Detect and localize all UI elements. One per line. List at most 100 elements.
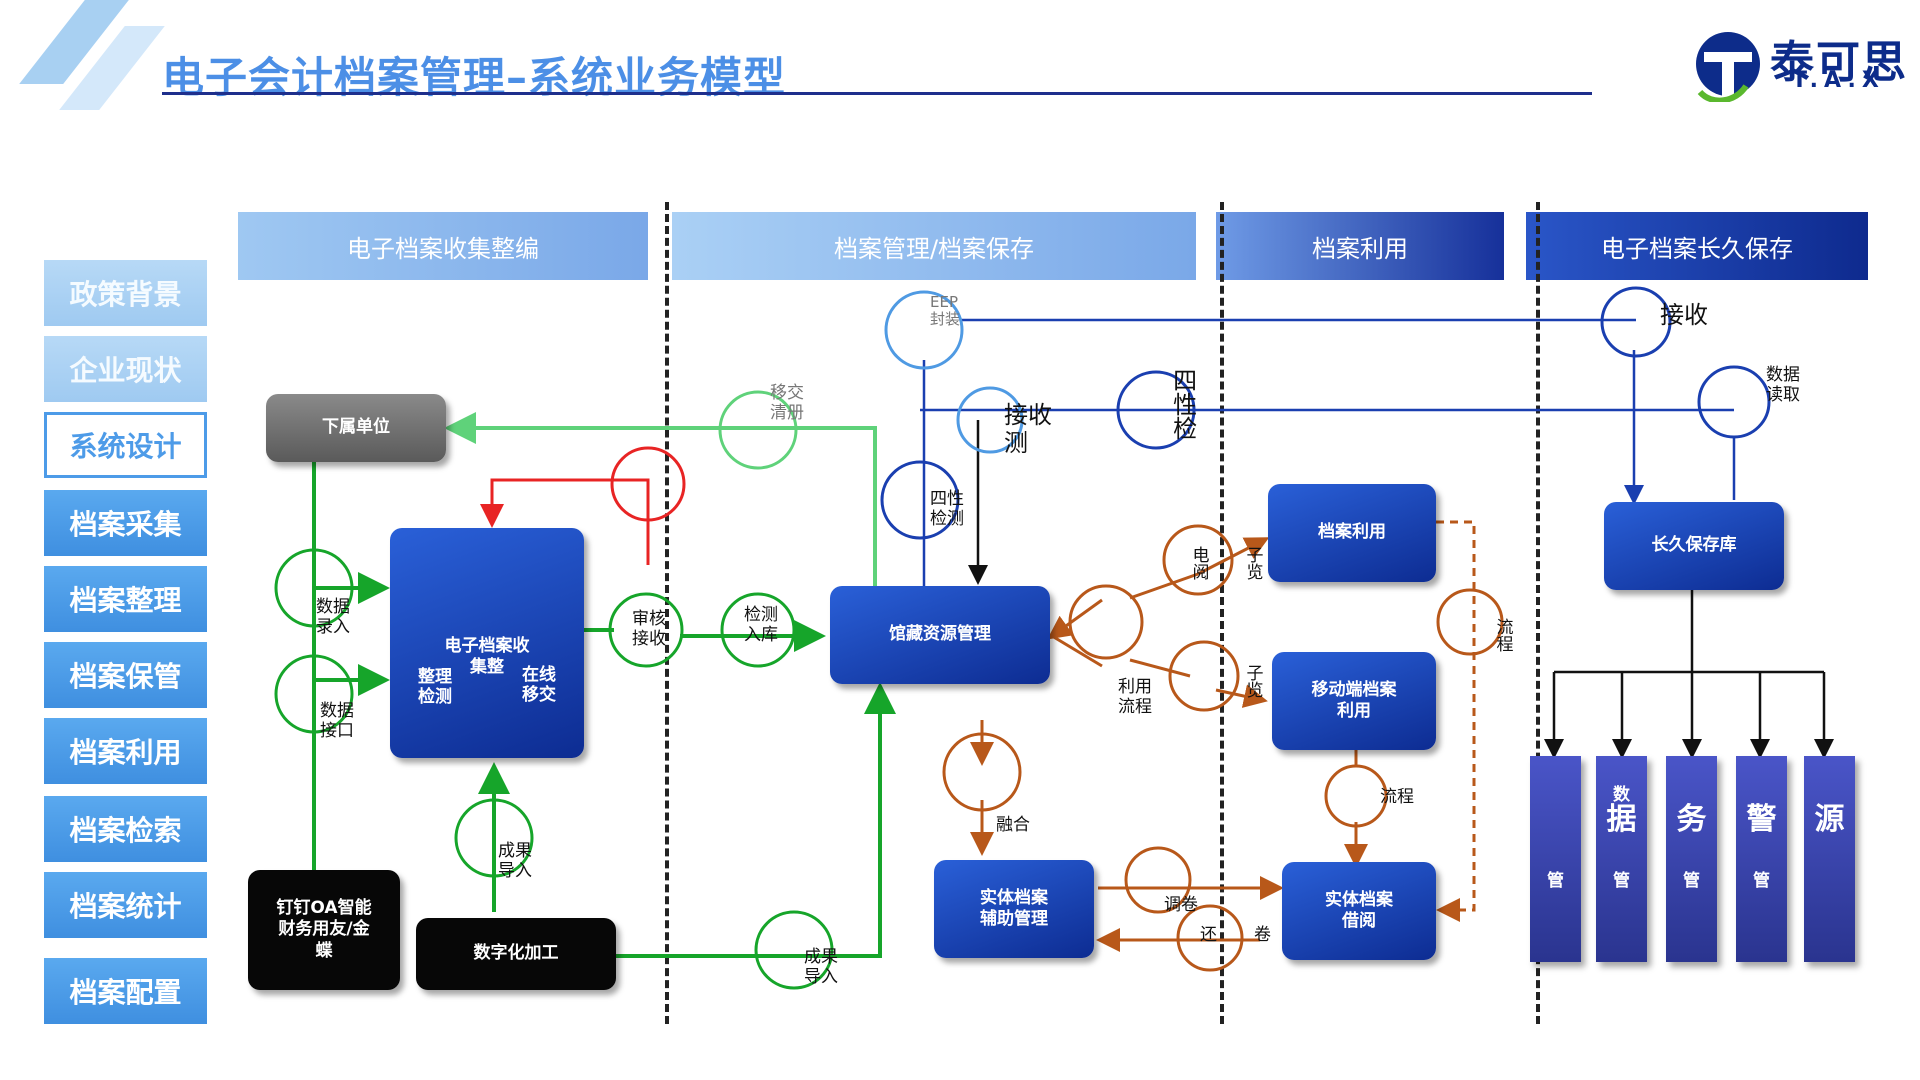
logo-en-text: T.A.X <box>1792 68 1885 93</box>
sidebar-item-config[interactable]: 档案配置 <box>44 958 207 1024</box>
label-transfer-list: 移交清册 <box>770 383 804 423</box>
label-check-store: 检测入库 <box>744 605 778 645</box>
node-circle-data-entry <box>274 548 354 628</box>
column-header-preserve: 电子档案长久保存 <box>1526 212 1868 280</box>
column-header-use: 档案利用 <box>1216 212 1504 280</box>
label-recv-check: 接收测 <box>1004 401 1052 457</box>
sidebar-item-use[interactable]: 档案利用 <box>44 718 207 784</box>
company-logo: 泰可思 T.A.X <box>1690 22 1910 102</box>
node-circle-data-read <box>1697 365 1771 439</box>
label-sort-check: 整理检测 <box>418 667 452 707</box>
node-circle-merge <box>942 732 1022 812</box>
block-digitize[interactable]: 数字化加工 <box>416 918 616 990</box>
block-subordinate[interactable]: 下属单位 <box>266 394 446 462</box>
block-long-store[interactable]: 长久保存库 <box>1604 502 1784 590</box>
sidebar-item-design[interactable]: 系统设计 <box>44 412 207 478</box>
storage-tree <box>1544 590 1834 759</box>
block-collect-label: 电子档案收集整 <box>444 636 530 678</box>
label-return: 还 <box>1200 925 1217 945</box>
label-data-iface: 数据接口 <box>320 701 354 741</box>
label-result-import-a: 成果导入 <box>498 841 532 881</box>
storage-bar-1-sm: 管 <box>1547 871 1564 891</box>
node-circle-four-check-b <box>1116 370 1196 450</box>
storage-bar-5-big: 源 <box>1814 802 1845 837</box>
logo-cn-text: 泰可思 <box>1770 37 1908 88</box>
title-underline <box>162 92 1592 95</box>
separator-2 <box>1220 202 1224 1024</box>
arrow-transfer-to-subordinate <box>444 412 877 588</box>
storage-bar-4-sm: 管 <box>1753 871 1770 891</box>
node-circle-return <box>1176 904 1244 972</box>
label-online-transfer: 在线移交 <box>522 665 556 705</box>
label-flow-mid: 流程 <box>1380 787 1414 807</box>
block-archive-use[interactable]: 档案利用 <box>1268 484 1436 582</box>
column-header-collect: 电子档案收集整编 <box>238 212 648 280</box>
storage-bar-2-big: 据 <box>1606 802 1637 837</box>
storage-bar-3-big: 务 <box>1676 802 1707 837</box>
block-collect[interactable]: 电子档案收集整 <box>390 528 584 758</box>
node-circle-four-check-a <box>880 460 960 540</box>
block-physical-aux-label: 实体档案辅助管理 <box>980 887 1048 929</box>
storage-bar-3[interactable]: 务管 <box>1666 756 1717 962</box>
label-flow-right: 流程 <box>1492 618 1513 652</box>
logo-mark-icon <box>1696 32 1760 102</box>
block-physical-borrow[interactable]: 实体档案借阅 <box>1282 862 1436 960</box>
sidebar-item-policy[interactable]: 政策背景 <box>44 260 207 326</box>
node-circle-receive <box>1600 286 1672 358</box>
block-physical-borrow-label: 实体档案借阅 <box>1325 889 1393 931</box>
label-use-flow: 利用流程 <box>1118 677 1152 717</box>
sidebar-item-custody[interactable]: 档案保管 <box>44 642 207 708</box>
storage-bar-2-sm: 管 <box>1613 871 1630 891</box>
label-transfer-vol: 调卷 <box>1164 895 1198 915</box>
block-source-systems[interactable]: 钉钉OA智能财务用友/金蝶 <box>248 870 400 990</box>
storage-bar-3-sm: 管 <box>1683 871 1700 891</box>
node-circle-audit-recv <box>608 592 684 668</box>
lines-preservation <box>920 318 1736 588</box>
label-eep: EEP封装 <box>930 293 961 329</box>
storage-bar-1[interactable]: 管 <box>1530 756 1581 962</box>
sidebar-item-organize[interactable]: 档案整理 <box>44 566 207 632</box>
node-circle-result-import-a <box>454 798 534 878</box>
block-mobile-use[interactable]: 移动端档案利用 <box>1272 652 1436 750</box>
storage-bar-5[interactable]: 源 <box>1804 756 1855 962</box>
storage-bar-4[interactable]: 警管 <box>1736 756 1787 962</box>
block-source-systems-label: 钉钉OA智能财务用友/金蝶 <box>276 898 372 961</box>
sidebar-item-search[interactable]: 档案检索 <box>44 796 207 862</box>
block-mobile-use-label: 移动端档案利用 <box>1311 679 1397 721</box>
storage-bar-2-top: 数 <box>1613 785 1630 805</box>
node-circle-red <box>610 446 686 522</box>
label-four-check-b: 四性检 <box>1168 368 1197 440</box>
node-circle-check-store <box>720 592 796 668</box>
label-e-read: 电阅 <box>1188 546 1209 580</box>
node-circle-flow-right <box>1436 588 1504 656</box>
label-merge: 融合 <box>996 815 1030 835</box>
sidebar-item-stats[interactable]: 档案统计 <box>44 872 207 938</box>
separator-3 <box>1536 202 1540 1024</box>
column-header-manage: 档案管理/档案保存 <box>672 212 1196 280</box>
storage-bar-2[interactable]: 数据管 <box>1596 756 1647 962</box>
node-circle-eep <box>884 290 964 370</box>
label-sub-view-a: 子览 <box>1242 546 1263 580</box>
label-data-entry: 数据录入 <box>316 597 350 637</box>
block-collection-mgmt[interactable]: 馆藏资源管理 <box>830 586 1050 684</box>
block-physical-aux[interactable]: 实体档案辅助管理 <box>934 860 1094 958</box>
label-data-read: 数据读取 <box>1766 365 1800 405</box>
label-result-import-b: 成果导入 <box>804 947 838 987</box>
node-circle-flow-mid <box>1324 764 1388 828</box>
separator-1 <box>665 202 669 1024</box>
label-sub-view-b: 子览 <box>1242 664 1263 698</box>
label-four-check-a: 四性检测 <box>930 489 964 529</box>
label-receive: 接收 <box>1660 301 1708 329</box>
node-circle-sub-view <box>1168 640 1240 712</box>
node-circle-transfer-list <box>718 390 798 470</box>
node-circle-result-import-b <box>754 910 834 990</box>
storage-bar-4-big: 警 <box>1746 802 1777 837</box>
sidebar-item-collect[interactable]: 档案采集 <box>44 490 207 556</box>
sidebar-item-status[interactable]: 企业现状 <box>44 336 207 402</box>
label-volume: 卷 <box>1254 925 1271 945</box>
node-circle-transfer-vol <box>1124 846 1192 914</box>
node-circle-data-iface <box>274 654 354 734</box>
node-circle-use-flow <box>1068 584 1144 660</box>
label-audit-recv: 审核接收 <box>632 609 666 649</box>
arrow-feedback <box>480 478 650 565</box>
